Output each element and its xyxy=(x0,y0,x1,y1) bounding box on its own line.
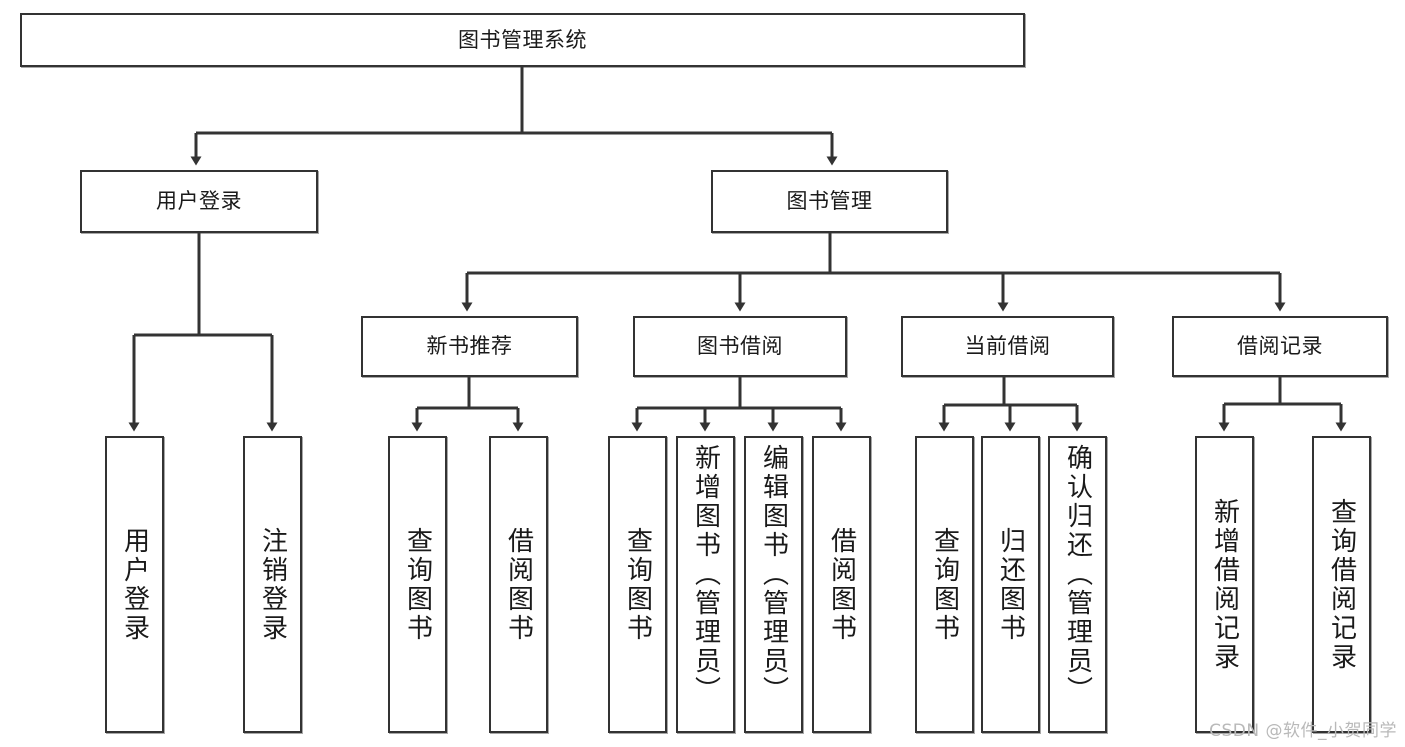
node-new-book-recommend[interactable]: 新书推荐 xyxy=(361,316,578,377)
leaf-query-book-borrow-label: 查询图书 xyxy=(622,526,653,643)
node-user-login-label: 用户登录 xyxy=(156,189,242,214)
leaf-add-borrow-record[interactable]: 新增借阅记录 xyxy=(1195,436,1254,733)
node-borrow-record[interactable]: 借阅记录 xyxy=(1172,316,1388,377)
leaf-add-book-admin[interactable]: 新增图书（管理员） xyxy=(676,436,735,733)
node-root-label: 图书管理系统 xyxy=(458,27,587,52)
leaf-borrow-book-recommend-label: 借阅图书 xyxy=(503,526,534,643)
node-book-borrow[interactable]: 图书借阅 xyxy=(633,316,847,377)
csdn-watermark: CSDN @软件_小贺同学 xyxy=(1209,721,1397,741)
leaf-confirm-return-admin-label: 确认归还（管理员） xyxy=(1062,444,1093,705)
leaf-query-book-recommend[interactable]: 查询图书 xyxy=(388,436,447,733)
leaf-query-book-current-label: 查询图书 xyxy=(929,526,960,643)
leaf-query-borrow-record[interactable]: 查询借阅记录 xyxy=(1312,436,1371,733)
node-book-management-label: 图书管理 xyxy=(786,189,873,214)
leaf-edit-book-admin-label: 编辑图书（管理员） xyxy=(758,444,789,705)
leaf-edit-book-admin[interactable]: 编辑图书（管理员） xyxy=(744,436,803,733)
leaf-query-borrow-record-label: 查询借阅记录 xyxy=(1326,497,1357,672)
leaf-logout[interactable]: 注销登录 xyxy=(243,436,302,733)
node-user-login[interactable]: 用户登录 xyxy=(80,170,318,233)
leaf-borrow-book-label: 借阅图书 xyxy=(826,526,857,643)
leaf-query-book-recommend-label: 查询图书 xyxy=(402,526,433,643)
node-root[interactable]: 图书管理系统 xyxy=(20,13,1025,67)
node-book-management[interactable]: 图书管理 xyxy=(711,170,948,233)
leaf-user-login[interactable]: 用户登录 xyxy=(105,436,164,733)
leaf-logout-label: 注销登录 xyxy=(257,526,288,643)
leaf-add-book-admin-label: 新增图书（管理员） xyxy=(690,444,721,705)
node-current-borrow-label: 当前借阅 xyxy=(964,334,1051,359)
leaf-user-login-label: 用户登录 xyxy=(119,526,150,643)
node-current-borrow[interactable]: 当前借阅 xyxy=(901,316,1114,377)
leaf-query-book-current[interactable]: 查询图书 xyxy=(915,436,974,733)
leaf-return-book[interactable]: 归还图书 xyxy=(981,436,1040,733)
leaf-add-borrow-record-label: 新增借阅记录 xyxy=(1209,497,1240,672)
leaf-confirm-return-admin[interactable]: 确认归还（管理员） xyxy=(1048,436,1107,733)
leaf-borrow-book-recommend[interactable]: 借阅图书 xyxy=(489,436,548,733)
leaf-borrow-book[interactable]: 借阅图书 xyxy=(812,436,871,733)
node-new-book-recommend-label: 新书推荐 xyxy=(426,334,513,359)
leaf-return-book-label: 归还图书 xyxy=(995,526,1026,643)
leaf-query-book-borrow[interactable]: 查询图书 xyxy=(608,436,667,733)
node-borrow-record-label: 借阅记录 xyxy=(1237,334,1323,359)
node-book-borrow-label: 图书借阅 xyxy=(697,334,783,359)
